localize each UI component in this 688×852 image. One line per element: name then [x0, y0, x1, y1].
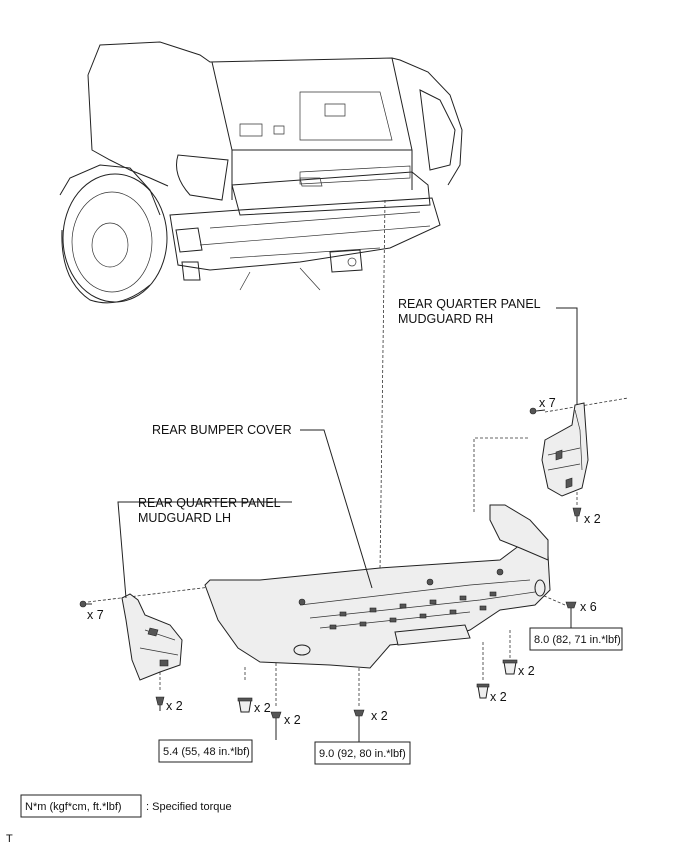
- rear-quarter-panel-mudguard-rh: [541, 402, 589, 497]
- legend: N*m (kgf*cm, ft.*lbf) : Specified torque: [20, 794, 232, 818]
- torque-value-right: 8.0 (82, 71 in.*lbf): [534, 634, 621, 646]
- qty-side-bolts-right: x 6: [580, 600, 597, 614]
- clip-icon: [237, 697, 253, 713]
- qty-bottom-clip-right-upper: x 2: [518, 664, 535, 678]
- legend-description: : Specified torque: [146, 801, 232, 813]
- screw-icon: [79, 600, 92, 608]
- bolt-icon: [353, 709, 365, 728]
- qty-lh-screws: x 7: [87, 608, 104, 622]
- qty-rh-top-screws: x 7: [539, 396, 556, 410]
- legend-box-text: N*m (kgf*cm, ft.*lbf): [25, 801, 122, 813]
- rear-bumper-cover-part: [204, 504, 551, 669]
- label-rear-bumper-cover: REAR BUMPER COVER: [152, 423, 292, 437]
- rear-quarter-panel-mudguard-lh: [121, 593, 183, 681]
- bolt-icon: [476, 683, 490, 699]
- torque-value-center: 9.0 (92, 80 in.*lbf): [319, 748, 406, 760]
- clip-icon: [572, 507, 582, 522]
- screw-icon: [529, 407, 546, 415]
- label-mudguard-rh-line2: MUDGUARD RH: [398, 312, 493, 326]
- torque-box-right: 8.0 (82, 71 in.*lbf): [529, 627, 623, 651]
- clip-icon: [155, 696, 165, 711]
- torque-box-left: 5.4 (55, 48 in.*lbf): [158, 739, 253, 763]
- corner-mark: T: [6, 833, 13, 845]
- clip-icon: [502, 659, 518, 675]
- fasteners: [79, 407, 582, 730]
- qty-bottom-bolt-left: x 2: [284, 713, 301, 727]
- qty-bottom-clip-left: x 2: [254, 701, 271, 715]
- qty-lh-bottom-clip: x 2: [166, 699, 183, 713]
- torque-value-left: 5.4 (55, 48 in.*lbf): [163, 746, 250, 758]
- qty-bottom-bolt-center: x 2: [371, 709, 388, 723]
- bumper-mount-holes: [298, 568, 504, 630]
- torque-box-center: 9.0 (92, 80 in.*lbf): [314, 741, 411, 765]
- leader-lines: [117, 307, 578, 742]
- label-mudguard-lh-line2: MUDGUARD LH: [138, 511, 231, 525]
- vehicle-rear-illustration: [59, 41, 463, 304]
- label-mudguard-rh-line1: REAR QUARTER PANEL: [398, 297, 541, 311]
- bolt-icon: [270, 711, 282, 730]
- label-mudguard-lh-line1: REAR QUARTER PANEL: [138, 496, 281, 510]
- qty-rh-bottom-clip: x 2: [584, 512, 601, 526]
- bolt-icon: [565, 601, 577, 616]
- qty-bottom-bolt-right: x 2: [490, 690, 507, 704]
